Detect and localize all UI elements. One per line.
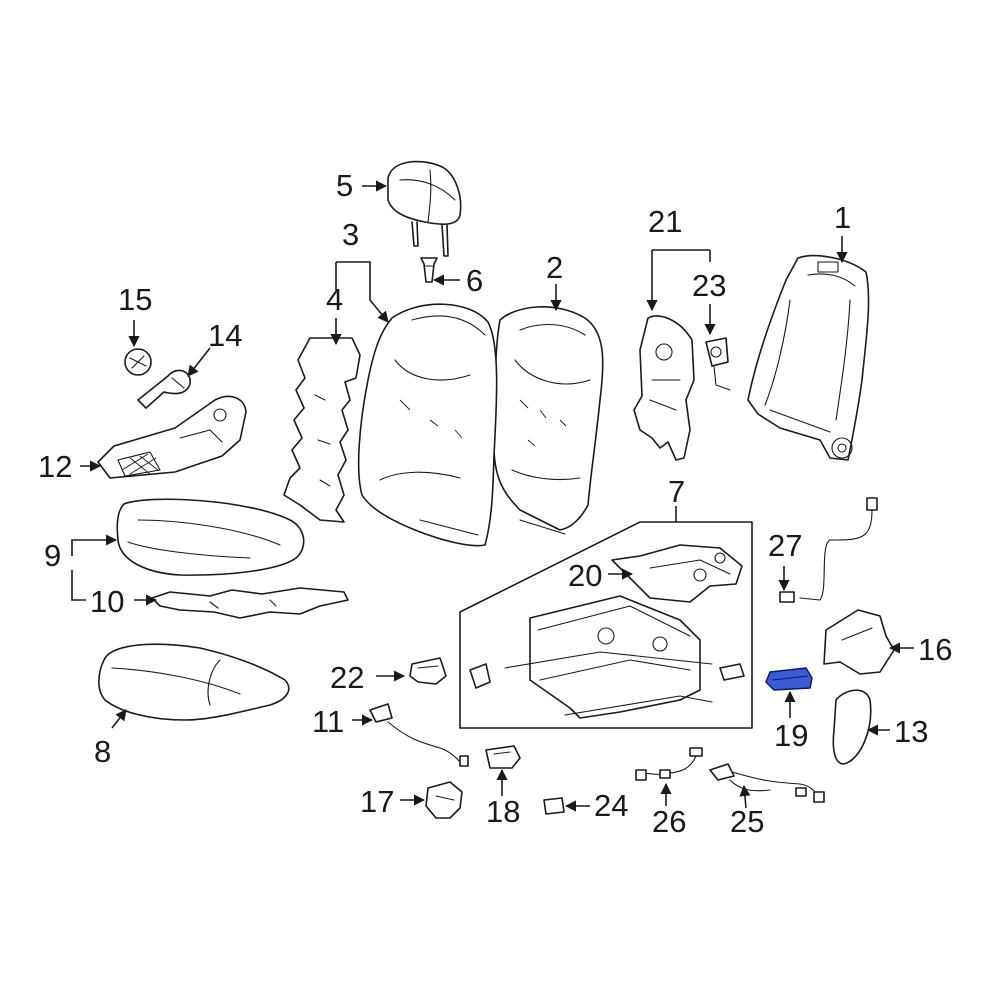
part-4-back-mat[interactable]	[283, 337, 361, 523]
part-25-harness[interactable]	[709, 763, 825, 803]
part-21-bracket[interactable]	[633, 315, 695, 461]
callout-12: 12	[38, 449, 72, 484]
callout-25: 25	[730, 804, 764, 839]
callout-22: 22	[330, 660, 364, 695]
callout-3: 3	[342, 217, 359, 252]
part-23-sensor[interactable]	[705, 337, 731, 391]
part-5-headrest[interactable]	[387, 160, 462, 257]
part-9-cushion-cover[interactable]	[116, 498, 305, 576]
leader-lines	[71, 180, 914, 812]
callout-9: 9	[44, 538, 61, 573]
callout-16: 16	[918, 632, 952, 667]
callout-17: 17	[360, 784, 394, 819]
callout-8: 8	[94, 734, 111, 769]
part-19-highlighted[interactable]	[765, 667, 813, 691]
part-16-bracket[interactable]	[823, 609, 895, 675]
callout-13: 13	[894, 714, 928, 749]
part-26-harness[interactable]	[635, 747, 703, 781]
part-8-cushion-pad[interactable]	[98, 643, 290, 721]
callout-labels: 1 2 3 4 5 6 7 8 9 10 11 12 13 14 15 16 1…	[38, 168, 952, 839]
part-12-side-shield[interactable]	[97, 395, 247, 479]
callout-10: 10	[90, 584, 124, 619]
callout-1: 1	[834, 200, 851, 235]
callout-27: 27	[768, 528, 802, 563]
callout-7: 7	[668, 474, 685, 509]
callout-5: 5	[336, 168, 353, 203]
part-17-bracket[interactable]	[425, 781, 463, 819]
part-6-headrest-guide[interactable]	[420, 257, 438, 283]
callout-15: 15	[118, 282, 152, 317]
part-7-seat-track[interactable]	[469, 595, 745, 719]
callout-6: 6	[466, 263, 483, 298]
callout-4: 4	[326, 282, 343, 317]
callout-11: 11	[312, 704, 344, 739]
part-27-wire[interactable]	[779, 497, 878, 603]
part-3-back-pad[interactable]	[357, 303, 498, 547]
part-2-back-cover[interactable]	[493, 306, 604, 535]
part-7-box	[459, 521, 753, 729]
part-15-cap[interactable]	[124, 348, 152, 376]
callout-23: 23	[692, 268, 726, 303]
part-20-adjuster[interactable]	[611, 544, 743, 603]
callout-26: 26	[652, 804, 686, 839]
callout-2: 2	[546, 250, 563, 285]
part-11-wire[interactable]	[369, 703, 469, 767]
part-1-back-frame[interactable]	[747, 254, 870, 461]
part-14-knob[interactable]	[137, 369, 191, 409]
callout-20: 20	[568, 558, 602, 593]
callout-24: 24	[594, 788, 628, 823]
part-18-clip[interactable]	[485, 745, 521, 769]
part-24-pad[interactable]	[543, 797, 565, 815]
callout-14: 14	[208, 318, 242, 353]
callout-18: 18	[486, 794, 520, 829]
callout-21: 21	[648, 204, 682, 239]
part-22-clip[interactable]	[409, 657, 447, 685]
callout-19: 19	[774, 718, 808, 753]
part-10-cushion-mat[interactable]	[151, 587, 349, 619]
part-13-cover[interactable]	[832, 689, 872, 765]
